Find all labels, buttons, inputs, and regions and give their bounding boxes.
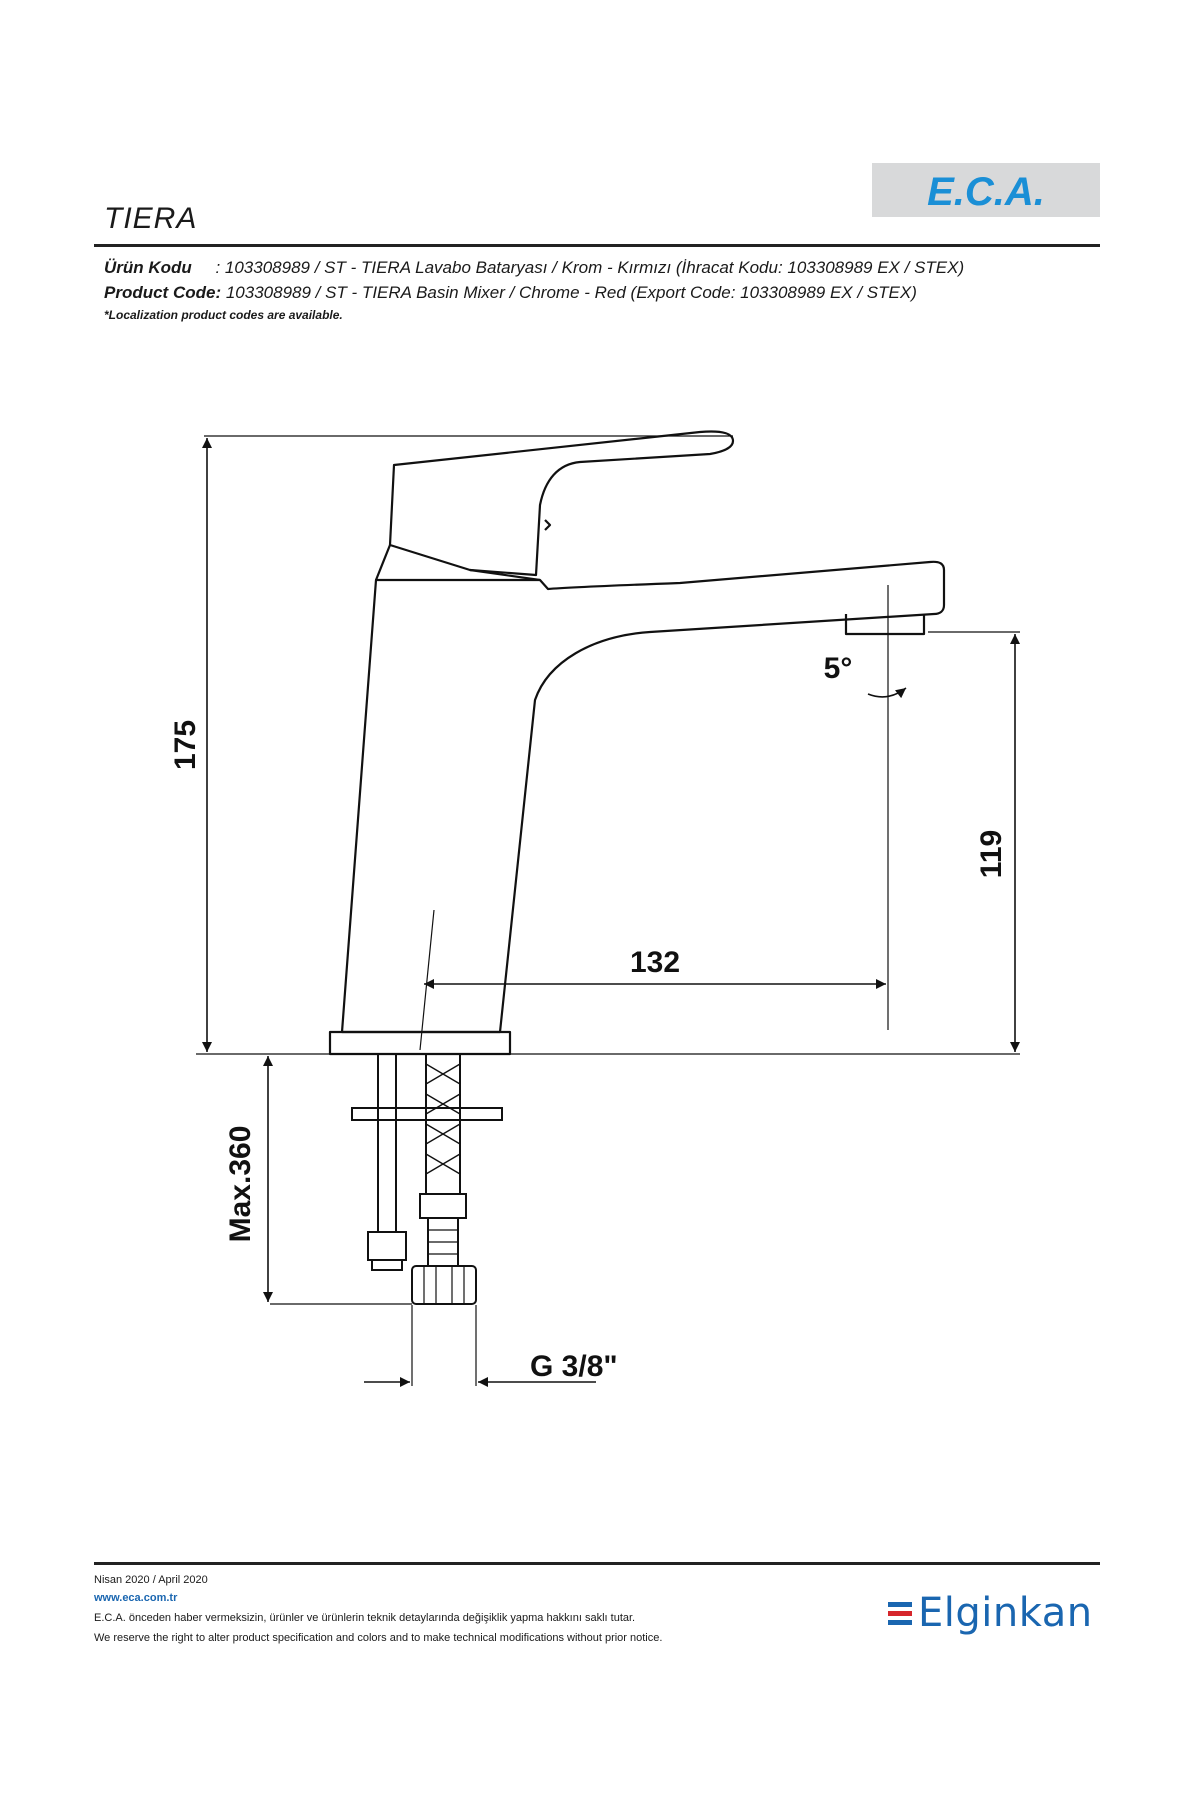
localization-note: *Localization product codes are availabl… [104, 308, 343, 322]
product-code-tr-value: : 103308989 / ST - TIERA Lavabo Bataryas… [215, 258, 965, 277]
elginkan-logo: Elginkan [888, 1588, 1093, 1638]
body-axis [419, 909, 435, 1051]
hose-braid [425, 1063, 461, 1175]
footer-date: Nisan 2020 / April 2020 [94, 1574, 208, 1586]
angle-arc [867, 687, 907, 699]
product-code-tr: Ürün Kodu : 103308989 / ST - TIERA Lavab… [104, 258, 964, 278]
elginkan-wordmark: Elginkan [918, 1590, 1093, 1636]
hose-nut [411, 1265, 477, 1305]
eca-logo-text: E.C.A. [927, 170, 1045, 214]
faucet-base [328, 1030, 512, 1056]
product-code-en-value: 103308989 / ST - TIERA Basin Mixer / Chr… [225, 283, 917, 302]
angle-label: 5° [824, 652, 853, 685]
eca-logo-graphic: E.C.A. [927, 170, 1045, 214]
faucet-body [340, 560, 946, 1034]
footer-disclaimer-tr: E.C.A. önceden haber vermeksizin, ürünle… [94, 1612, 636, 1624]
dim-label-reach: 132 [630, 946, 680, 979]
aerator [844, 614, 926, 636]
fixing-nut-tip [371, 1259, 403, 1271]
elginkan-mark-icon [888, 1601, 912, 1625]
footer-url[interactable]: www.eca.com.tr [94, 1592, 178, 1604]
header-divider [94, 244, 1100, 247]
product-code-en-label: Product Code: [104, 283, 222, 302]
product-title: TIERA [104, 202, 198, 235]
product-code-en: Product Code: 103308989 / ST - TIERA Bas… [104, 283, 917, 303]
footer-divider [94, 1562, 1100, 1565]
eca-logo: E.C.A. [872, 163, 1100, 217]
cartridge-collar [374, 544, 541, 582]
lever-handle [388, 430, 735, 577]
footer-disclaimer-en: We reserve the right to alter product sp… [94, 1632, 663, 1644]
flex-hose [425, 1053, 461, 1195]
fixing-nut [367, 1231, 407, 1261]
thread-label: G 3/8" [530, 1350, 618, 1383]
dim-label-height: 175 [169, 720, 202, 770]
dim-label-spout-height: 119 [975, 830, 1008, 878]
lever-notch [544, 519, 552, 531]
product-code-tr-label: Ürün Kodu [104, 258, 192, 277]
dim-label-hose: Max.360 [224, 1126, 257, 1243]
hose-ferrule [419, 1193, 467, 1219]
